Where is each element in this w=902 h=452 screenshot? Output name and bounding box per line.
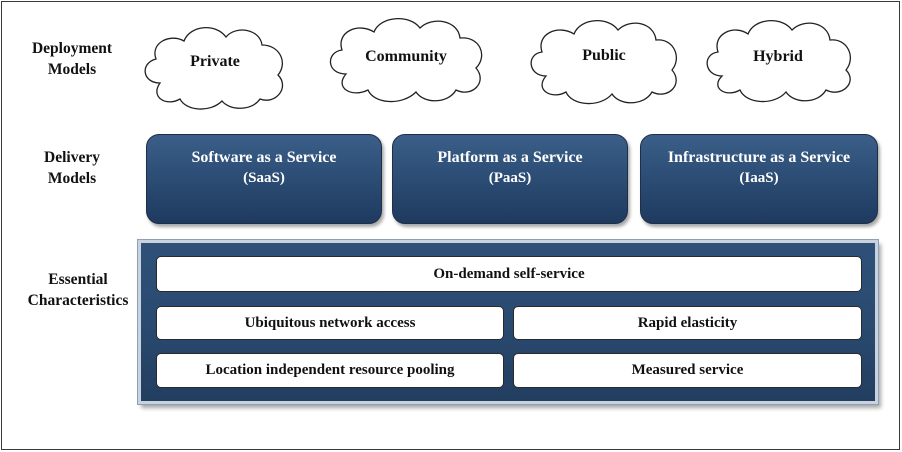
cloud-icon [329, 17, 483, 103]
delivery-box-saas-abbr: (SaaS) [243, 170, 285, 186]
cloud-community-label: Community [365, 48, 447, 65]
delivery-models-label: Delivery Models [16, 147, 128, 189]
characteristic-measured-service: Measured service [513, 353, 862, 388]
characteristic-resource-pooling: Location independent resource pooling [156, 353, 504, 388]
cloud-public-label: Public [582, 47, 626, 64]
delivery-box-paas-name: Platform as a Service [437, 149, 583, 166]
deployment-models-label: Deployment Models [16, 38, 128, 80]
cloud-community: Community [320, 12, 492, 106]
essential-characteristics-label-line1: Essential [48, 271, 108, 288]
essential-characteristics-panel: On-demand self-service Ubiquitous networ… [137, 239, 879, 405]
delivery-models-label-line2: Models [47, 170, 97, 187]
delivery-box-paas: Platform as a Service (PaaS) [392, 134, 628, 224]
deployment-models-label-line1: Deployment [31, 40, 113, 57]
essential-characteristics-label-line2: Characteristics [27, 292, 129, 309]
cloud-icon [706, 20, 851, 103]
delivery-box-saas: Software as a Service (SaaS) [146, 134, 382, 224]
characteristic-rapid-elasticity: Rapid elasticity [513, 306, 862, 340]
cloud-hybrid: Hybrid [698, 16, 858, 106]
deployment-models-label-line2: Models [47, 61, 97, 78]
essential-characteristics-label: Essential Characteristics [16, 269, 140, 311]
cloud-public: Public [522, 14, 686, 108]
delivery-box-saas-name: Software as a Service [191, 149, 337, 166]
cloud-icon [530, 20, 677, 105]
delivery-box-iaas-abbr: (IaaS) [739, 170, 779, 186]
cloud-icon [144, 27, 284, 110]
delivery-box-iaas-name: Infrastructure as a Service [667, 149, 851, 166]
delivery-box-paas-abbr: (PaaS) [488, 170, 532, 186]
cloud-private: Private [136, 17, 294, 115]
cloud-hybrid-label: Hybrid [753, 48, 803, 65]
cloud-private-label: Private [190, 53, 240, 70]
characteristic-on-demand-self-service: On-demand self-service [156, 256, 862, 292]
characteristic-ubiquitous-network-access: Ubiquitous network access [156, 306, 504, 340]
delivery-box-iaas: Infrastructure as a Service (IaaS) [640, 134, 878, 224]
delivery-models-label-line1: Delivery [44, 149, 100, 166]
